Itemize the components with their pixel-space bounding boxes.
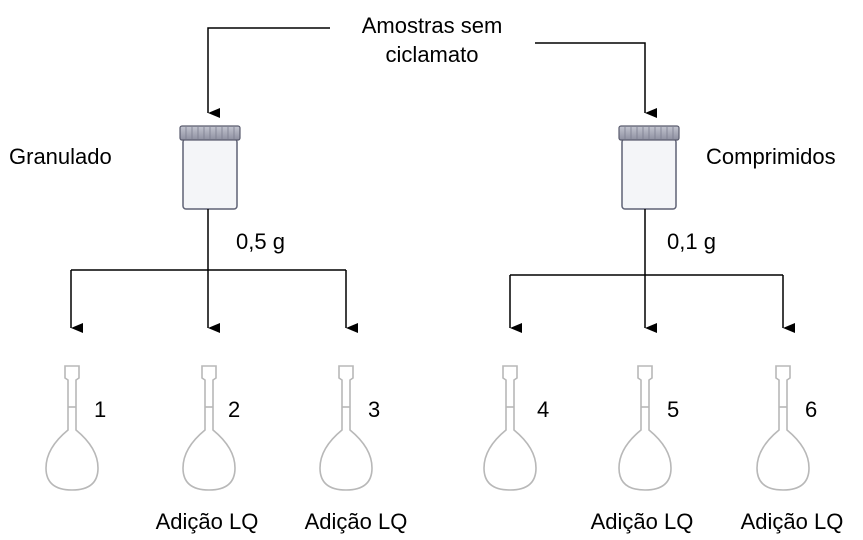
top-connectors bbox=[207, 27, 657, 118]
flask-4-icon bbox=[483, 365, 537, 491]
sample-label-comprimidos: Comprimidos bbox=[706, 144, 836, 169]
addition-label-6: Adição LQ bbox=[740, 509, 844, 534]
title-line-1: Amostras sem bbox=[361, 13, 503, 38]
addition-label-3: Adição LQ bbox=[304, 509, 408, 534]
connector-top-right bbox=[535, 42, 657, 118]
jar-granulado-icon bbox=[179, 125, 241, 210]
flask-5-icon bbox=[618, 365, 672, 491]
flask-2-icon bbox=[182, 365, 236, 491]
flask-number-1: 1 bbox=[94, 397, 107, 422]
mass-label-right: 0,1 g bbox=[667, 229, 716, 254]
branch-left bbox=[70, 209, 358, 333]
flask-6-icon bbox=[756, 365, 810, 491]
flask-number-5: 5 bbox=[667, 397, 680, 422]
flask-1-icon bbox=[45, 365, 99, 491]
flask-number-4: 4 bbox=[537, 397, 550, 422]
branch-right bbox=[509, 209, 795, 333]
sample-label-granulado: Granulado bbox=[9, 144, 112, 169]
title-line-2: ciclamato bbox=[385, 42, 479, 67]
addition-label-5: Adição LQ bbox=[590, 509, 694, 534]
flask-number-6: 6 bbox=[805, 397, 818, 422]
flask-number-2: 2 bbox=[228, 397, 241, 422]
mass-label-left: 0,5 g bbox=[236, 229, 285, 254]
flask-number-3: 3 bbox=[368, 397, 381, 422]
addition-label-2: Adição LQ bbox=[155, 509, 259, 534]
jar-comprimidos-icon bbox=[618, 125, 680, 210]
flask-3-icon bbox=[319, 365, 373, 491]
connector-top-left bbox=[207, 27, 330, 118]
